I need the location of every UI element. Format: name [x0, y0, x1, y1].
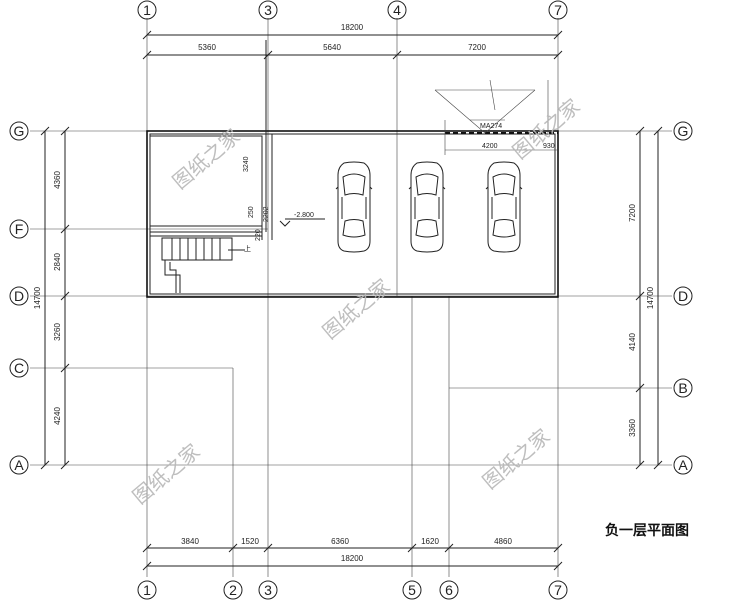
watermarks: 图纸之家 图纸之家 图纸之家 图纸之家 图纸之家	[128, 94, 585, 509]
car-icon	[335, 161, 373, 253]
stair: 上	[161, 237, 251, 293]
dim-top-total: 18200	[341, 23, 364, 32]
dim-left-1: 4360	[53, 171, 62, 189]
dim-left-2: 2840	[53, 253, 62, 271]
drawing-title: 负一层平面图	[605, 522, 689, 539]
watermark: 图纸之家	[508, 94, 585, 164]
axis-bubble-left-C	[9, 358, 29, 378]
watermark: 图纸之家	[478, 424, 555, 494]
dim-right-3: 3360	[628, 419, 637, 437]
axis-label: 3	[264, 582, 272, 598]
axis-bubble-left-F	[9, 219, 29, 239]
dim-3240: 3240	[243, 156, 250, 172]
dim-top-2: 5640	[323, 43, 341, 52]
watermark: 图纸之家	[128, 439, 205, 509]
top-dimensions: 18200 5360 5640 7200	[142, 23, 563, 60]
car-icon	[408, 161, 446, 253]
door-tag: MA274	[480, 123, 502, 130]
dim-bottom-5: 4860	[494, 537, 512, 546]
stair-up-mark: 上	[244, 244, 251, 253]
door-arrow	[489, 79, 496, 111]
axis-bubble-right-B	[673, 378, 693, 398]
axis-label: 1	[143, 582, 151, 598]
dim-220: 220	[255, 229, 262, 241]
axis-bubble-bottom-5	[402, 580, 422, 600]
stair-run	[161, 237, 233, 261]
axis-label: 6	[445, 582, 453, 598]
axis-label: 5	[408, 582, 416, 598]
axis-label: D	[14, 288, 24, 304]
grid-lines	[30, 18, 672, 577]
door-dim-930: 930	[543, 143, 555, 150]
dim-bottom-4: 1620	[421, 537, 439, 546]
axis-bubble-right-A	[673, 455, 693, 475]
watermark: 图纸之家	[318, 274, 395, 344]
axis-bubble-top-4	[387, 0, 407, 20]
axis-bubble-left-G	[9, 121, 29, 141]
axis-label: D	[678, 288, 688, 304]
door-swing	[434, 89, 536, 134]
axis-label: 3	[264, 2, 272, 18]
right-dimensions: 7200 4140 3360 14700	[628, 126, 663, 470]
dim-left-4: 4240	[53, 407, 62, 425]
garage-door: MA274 4200 930	[434, 79, 558, 155]
axis-label: G	[678, 123, 689, 139]
elevation-label: -2.800	[294, 212, 314, 219]
axis-label: A	[14, 457, 24, 473]
dim-bottom-1: 3840	[181, 537, 199, 546]
axis-bubbles: 1 3 4 7 1 2 3 5 6 7 G F D C A G D	[9, 0, 693, 600]
dim-right-total: 14700	[646, 286, 655, 309]
axis-bubble-bottom-3	[258, 580, 278, 600]
dim-top-1: 5360	[198, 43, 216, 52]
dim-bottom-total: 18200	[341, 554, 364, 563]
stair-railing-inner	[169, 262, 177, 293]
axis-bubble-top-1	[137, 0, 157, 20]
dim-bottom-2: 1520	[241, 537, 259, 546]
axis-label: F	[15, 221, 24, 237]
dim-right-1: 7200	[628, 204, 637, 222]
axis-bubble-right-D	[673, 286, 693, 306]
axis-bubble-left-A	[9, 455, 29, 475]
axis-label: G	[14, 123, 25, 139]
axis-bubble-top-7	[548, 0, 568, 20]
bottom-dimensions: 3840 1520 6360 1620 4860 18200	[142, 537, 563, 571]
axis-bubble-bottom-2	[223, 580, 243, 600]
walls	[146, 40, 559, 298]
door-dim-4200: 4200	[482, 143, 498, 150]
axis-bubble-top-3	[258, 0, 278, 20]
dim-bottom-3: 6360	[331, 537, 349, 546]
axis-label: 4	[393, 2, 401, 18]
cars	[335, 161, 523, 253]
car-icon	[485, 161, 523, 253]
dim-250: 250	[248, 206, 255, 218]
dim-left-3: 3260	[53, 323, 62, 341]
dim-right-2: 4140	[628, 333, 637, 351]
axis-bubble-bottom-6	[439, 580, 459, 600]
axis-label: 2	[229, 582, 237, 598]
annotations: -2.800 3240 2202 250 220	[243, 156, 325, 241]
axis-label: B	[678, 380, 687, 396]
axis-label: A	[678, 457, 688, 473]
stair-railing	[164, 260, 181, 293]
dim-top-3: 7200	[468, 43, 486, 52]
axis-bubble-right-G	[673, 121, 693, 141]
axis-bubble-bottom-1	[137, 580, 157, 600]
axis-bubble-left-D	[9, 286, 29, 306]
dim-2202: 2202	[263, 206, 270, 222]
axis-bubble-bottom-7	[548, 580, 568, 600]
elevation-marker	[279, 220, 291, 227]
basement-outer-wall	[146, 130, 559, 298]
axis-label: C	[14, 360, 24, 376]
left-dimensions: 14700 4360 2840 3260 4240	[33, 126, 70, 470]
axis-label: 7	[554, 2, 562, 18]
axis-label: 7	[554, 582, 562, 598]
axis-label: 1	[143, 2, 151, 18]
dim-left-total: 14700	[33, 286, 42, 309]
